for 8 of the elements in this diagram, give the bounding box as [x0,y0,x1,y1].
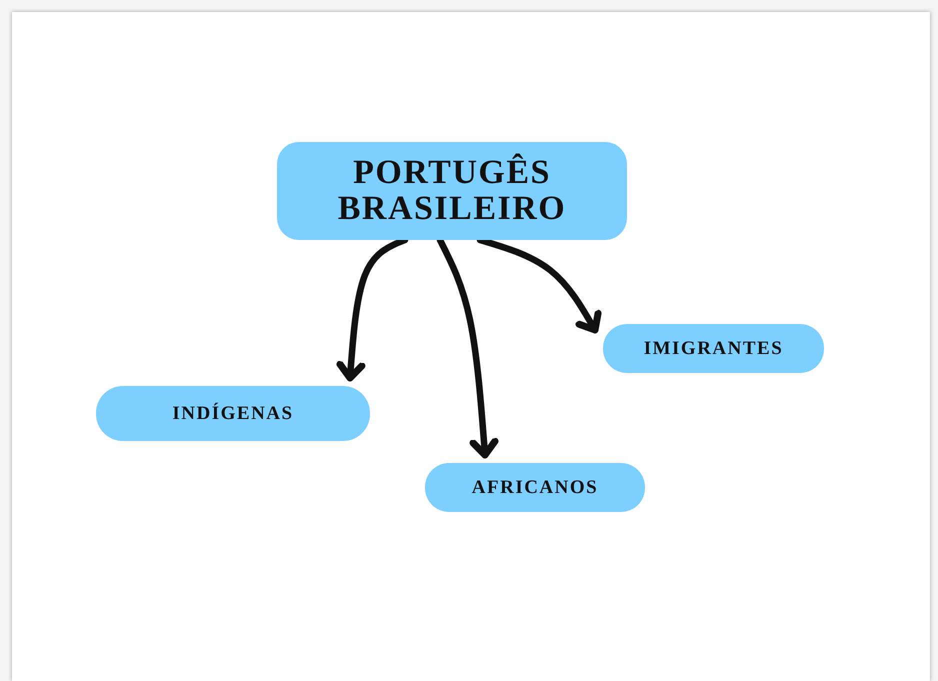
rounded-box [96,386,370,441]
node-label: AFRICANOS [472,478,598,498]
node-label: INDÍGENAS [172,404,294,424]
rounded-box [603,324,824,373]
node-label: PORTUGÊS BRASILEIRO [336,155,568,227]
rounded-box [425,463,645,512]
rounded-box [277,142,627,240]
node-label: IMIGRANTES [644,338,784,358]
